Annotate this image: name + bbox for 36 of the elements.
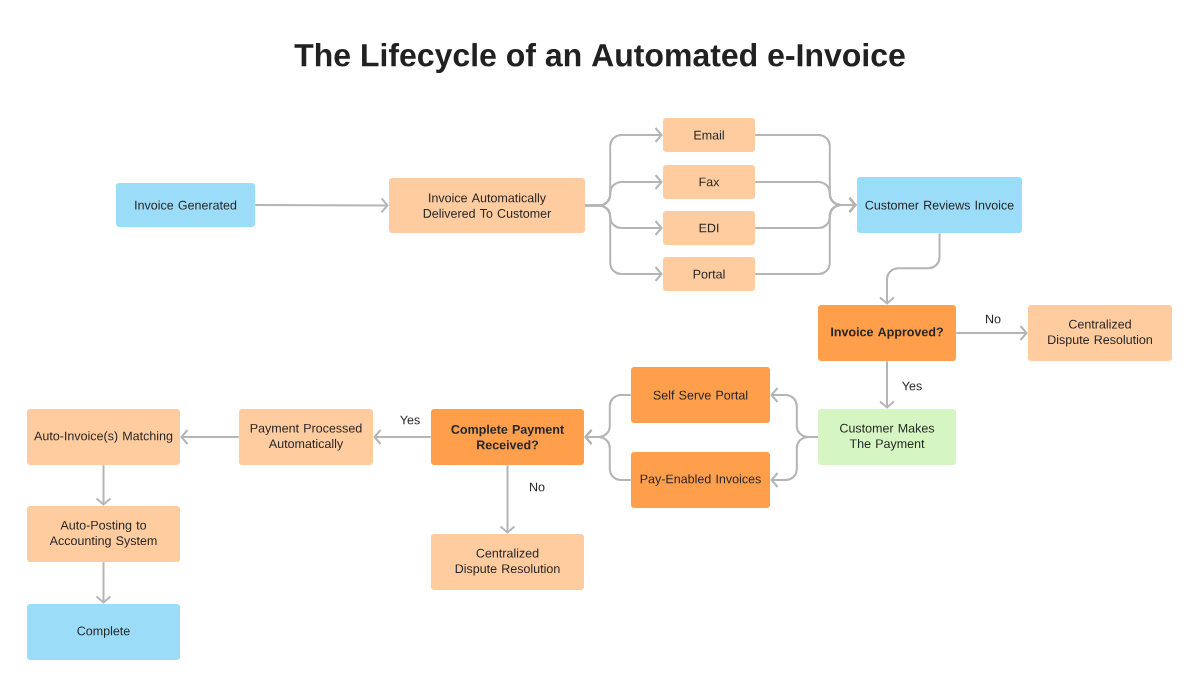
process-box: Customer Reviews Invoice (857, 177, 1022, 233)
channel-box: Portal (663, 257, 755, 291)
channel-box: Fax (663, 165, 755, 199)
process-box: Invoice Generated (116, 183, 255, 227)
arrow (955, 325, 1028, 341)
arrow (584, 429, 632, 481)
arrow (584, 204, 663, 282)
decision-box: Complete Payment Received? (431, 409, 584, 465)
process-box: Complete (27, 604, 180, 660)
process-box: Centralized Dispute Resolution (1028, 305, 1172, 361)
arrow (499, 464, 516, 534)
channel-box: EDI (663, 211, 755, 245)
arrow (879, 232, 941, 305)
arrow (373, 429, 432, 445)
arrow (754, 197, 857, 275)
arrow (254, 197, 389, 214)
process-box: Payment Processed Automatically (239, 409, 373, 465)
arrow (95, 464, 112, 506)
decision-box: Invoice Approved? (818, 305, 956, 361)
edge-label: Yes (900, 380, 924, 392)
edge-label: No (984, 313, 1002, 325)
arrow (180, 429, 240, 445)
process-box: Auto-Invoice(s) Matching (27, 409, 180, 465)
arrow (770, 436, 819, 488)
process-box: Auto-Posting to Accounting System (27, 506, 180, 562)
edge-label: No (528, 481, 546, 493)
edge-label: Yes (398, 414, 422, 426)
process-box: Invoice Automatically Delivered To Customer (389, 178, 585, 233)
process-box: Customer Makes The Payment (818, 409, 956, 465)
process-box: Centralized Dispute Resolution (431, 534, 584, 590)
arrow (95, 561, 112, 604)
channel-box: Email (663, 118, 755, 152)
payment-option-box: Self Serve Portal (631, 367, 770, 423)
payment-option-box: Pay-Enabled Invoices (631, 452, 770, 508)
arrow (879, 360, 895, 409)
title: The Lifecycle of an Automated e-Invoice (294, 43, 905, 73)
